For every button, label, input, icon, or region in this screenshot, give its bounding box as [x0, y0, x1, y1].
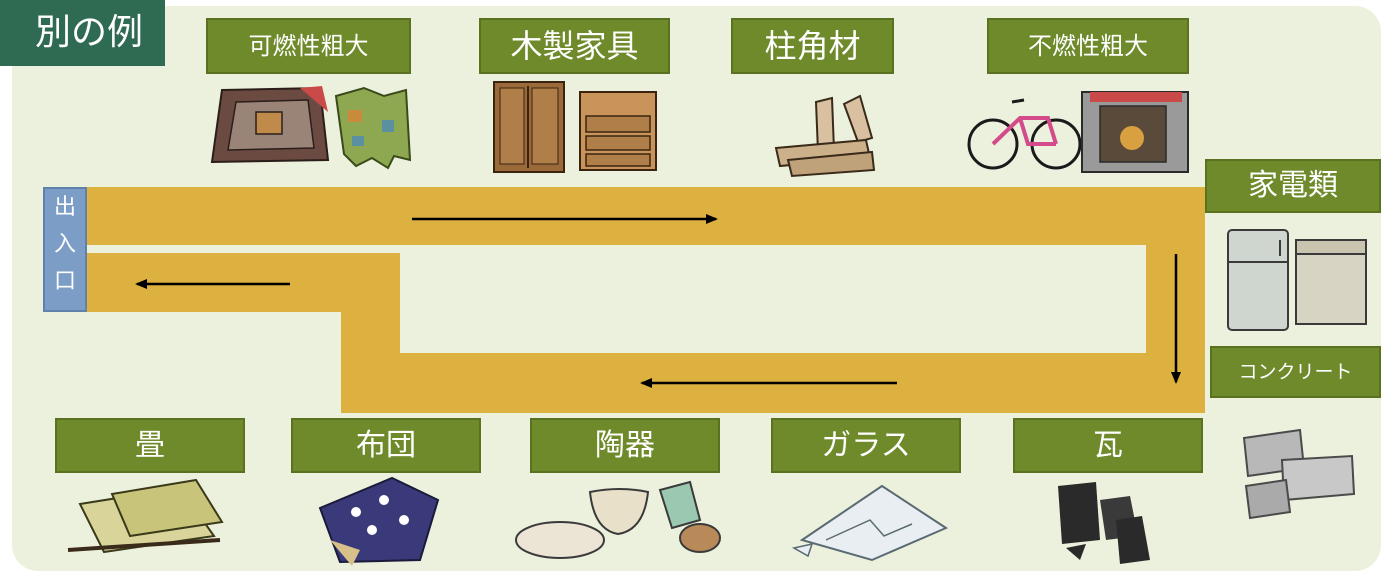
category-label-glass: ガラス: [771, 418, 961, 473]
tatami-icon: [67, 478, 224, 554]
entrance-label: 出 入 口: [43, 187, 87, 312]
category-label-combustible-bulky: 可燃性粗大: [206, 18, 411, 74]
broken-glass-icon: [791, 484, 949, 562]
category-label-tatami: 畳: [55, 418, 245, 473]
carpet-icon: [210, 86, 330, 164]
title-text: 別の例: [34, 12, 143, 53]
category-label-futon: 布団: [291, 418, 481, 473]
category-label-lumber: 柱角材: [731, 18, 894, 74]
bicycle-icon: [967, 98, 1082, 170]
entrance-char-3: 口: [53, 269, 76, 294]
broken-ceramics-icon: [515, 480, 721, 559]
route-path-top: [87, 187, 1205, 245]
concrete-block-icon: [1242, 428, 1356, 520]
category-label-noncombustible-bulky: 不燃性粗大: [987, 18, 1189, 74]
category-label-appliances: 家電類: [1205, 159, 1381, 213]
refrigerator-icon: [1227, 229, 1289, 331]
category-label-ceramics: 陶器: [530, 418, 720, 473]
washing-machine-icon: [1295, 239, 1367, 325]
category-label-roof-tile: 瓦: [1013, 418, 1203, 473]
category-label-concrete: コンクリート: [1210, 346, 1381, 398]
entrance-char-2: 入: [53, 232, 76, 257]
roof-tile-icon: [1058, 482, 1150, 564]
title-badge: 別の例: [0, 0, 165, 66]
category-label-wooden-furniture: 木製家具: [479, 18, 670, 74]
torn-clothes-icon: [334, 86, 412, 170]
lumber-icon: [774, 94, 876, 178]
wardrobe-icon: [493, 81, 565, 173]
stove-icon: [1081, 91, 1189, 173]
entrance-char-1: 出: [53, 195, 76, 220]
chest-of-drawers-icon: [579, 91, 657, 171]
futon-icon: [318, 476, 440, 566]
